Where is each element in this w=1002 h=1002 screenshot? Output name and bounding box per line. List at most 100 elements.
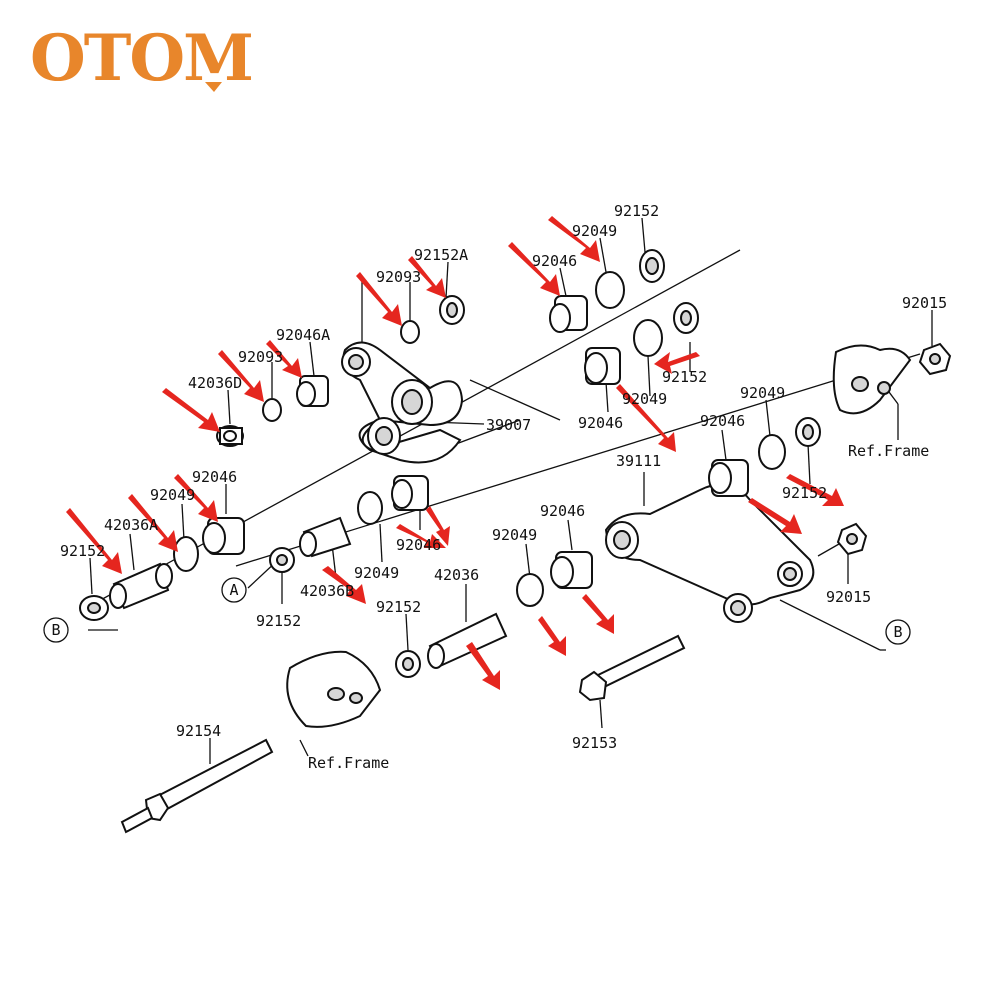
collar-92152A-icon <box>439 295 465 325</box>
collar-92152-r1-icon <box>673 302 699 334</box>
arrow-icon <box>654 352 700 374</box>
brand-logo: OTOM <box>30 21 254 96</box>
logo-tail-icon <box>205 82 222 92</box>
label-92046A: 92046A <box>276 326 330 344</box>
label-92015: 92015 <box>826 588 871 606</box>
arrow-icon <box>408 256 446 298</box>
seal-92049-r2-icon <box>758 434 786 470</box>
nut-92015-top-icon <box>918 342 952 376</box>
label-39007: 39007 <box>486 416 531 434</box>
seal-92049-low-icon <box>516 573 544 607</box>
label-42036D: 42036D <box>188 374 242 392</box>
label-92049: 92049 <box>572 222 617 240</box>
label-92046: 92046 <box>532 252 577 270</box>
label-42036: 42036 <box>434 566 479 584</box>
arrow-icon <box>786 474 844 506</box>
svg-text:B: B <box>893 623 902 641</box>
arrow-icon <box>548 216 600 262</box>
highlight-arrows <box>66 216 844 690</box>
collar-92152-a-icon <box>269 547 295 573</box>
label-92046: 92046 <box>578 414 623 432</box>
svg-text:A: A <box>229 581 238 599</box>
label-92046: 92046 <box>700 412 745 430</box>
tag-B-right: B <box>885 619 911 645</box>
label-39111: 39111 <box>616 452 661 470</box>
bolt-92153-icon <box>578 634 686 702</box>
arrow-icon <box>162 388 220 432</box>
bearing-92046-mid-icon <box>584 347 621 385</box>
label-92152: 92152 <box>60 542 105 560</box>
label-92049: 92049 <box>622 390 667 408</box>
seal-92049-left-icon <box>173 536 199 572</box>
sleeve-42036A-icon <box>109 562 173 610</box>
nut-92015-low-icon <box>836 522 868 556</box>
tag-A: A <box>221 577 247 603</box>
seal-92049-r1-icon <box>633 319 663 357</box>
arrow-icon <box>508 242 560 296</box>
frame-bracket-left-icon <box>286 650 382 728</box>
tag-B-left: B <box>43 617 69 643</box>
label-92049: 92049 <box>740 384 785 402</box>
arrow-icon <box>66 508 122 574</box>
seal-92093-b-icon <box>262 398 282 422</box>
axle-92154-icon <box>120 738 274 834</box>
label-92046: 92046 <box>540 502 585 520</box>
parts: B A B <box>43 249 952 834</box>
label-92049: 92049 <box>150 486 195 504</box>
svg-text:B: B <box>51 621 60 639</box>
part-labels: 92152 92049 92152A 92046 92093 92046A 92… <box>60 202 947 772</box>
seal-92093-a-icon <box>400 320 420 344</box>
label-ref-frame: Ref.Frame <box>848 442 929 460</box>
arrow-icon <box>538 616 566 656</box>
label-92154: 92154 <box>176 722 221 740</box>
seal-92049-top-icon <box>595 271 625 309</box>
collar-42036D-icon <box>216 425 244 447</box>
collar-92152-low-icon <box>395 650 421 678</box>
sleeve-42036-icon <box>427 612 508 669</box>
label-92093: 92093 <box>376 268 421 286</box>
arrow-icon <box>174 474 218 522</box>
label-42036A: 42036A <box>104 516 158 534</box>
label-92153: 92153 <box>572 734 617 752</box>
bearing-92046-top-icon <box>549 295 588 333</box>
collar-92152-r2-icon <box>795 417 821 447</box>
label-92152A: 92152A <box>414 246 468 264</box>
arrow-icon <box>396 524 446 548</box>
arrow-icon <box>322 566 366 604</box>
label-92046: 92046 <box>396 536 441 554</box>
arrow-icon <box>266 340 302 378</box>
arrow-icon <box>426 506 450 546</box>
collar-92152-top-icon <box>639 249 665 283</box>
rod-39007-icon <box>341 341 464 464</box>
bearing-92046-left-icon <box>202 517 245 555</box>
arrow-icon <box>748 498 802 534</box>
label-92046: 92046 <box>192 468 237 486</box>
arrow-icon <box>616 384 676 452</box>
bearing-92046-c-icon <box>391 475 429 511</box>
seal-92049-mid-icon <box>357 491 383 525</box>
sleeve-42036B-icon <box>299 516 352 558</box>
arrow-icon <box>218 350 264 402</box>
label-92152: 92152 <box>256 612 301 630</box>
arrow-icon <box>128 494 178 552</box>
bearing-92046-r2-icon <box>708 459 749 497</box>
frame-bracket-right-icon <box>832 344 912 415</box>
label-92049: 92049 <box>492 526 537 544</box>
arrow-icon <box>582 594 614 634</box>
rocker-39111-icon <box>604 483 815 623</box>
arrow-icon <box>466 642 500 690</box>
arrow-icon <box>356 272 402 326</box>
label-92015: 92015 <box>902 294 947 312</box>
bearing-92046A-icon <box>296 375 329 407</box>
label-92152: 92152 <box>376 598 421 616</box>
label-92152: 92152 <box>614 202 659 220</box>
label-92093: 92093 <box>238 348 283 366</box>
label-42036B: 42036B <box>300 582 354 600</box>
label-92049: 92049 <box>354 564 399 582</box>
label-92152: 92152 <box>662 368 707 386</box>
label-92152: 92152 <box>782 484 827 502</box>
bearing-92046-low-icon <box>550 551 593 589</box>
label-ref-frame: Ref.Frame <box>308 754 389 772</box>
collar-92152-left-icon <box>79 595 109 621</box>
